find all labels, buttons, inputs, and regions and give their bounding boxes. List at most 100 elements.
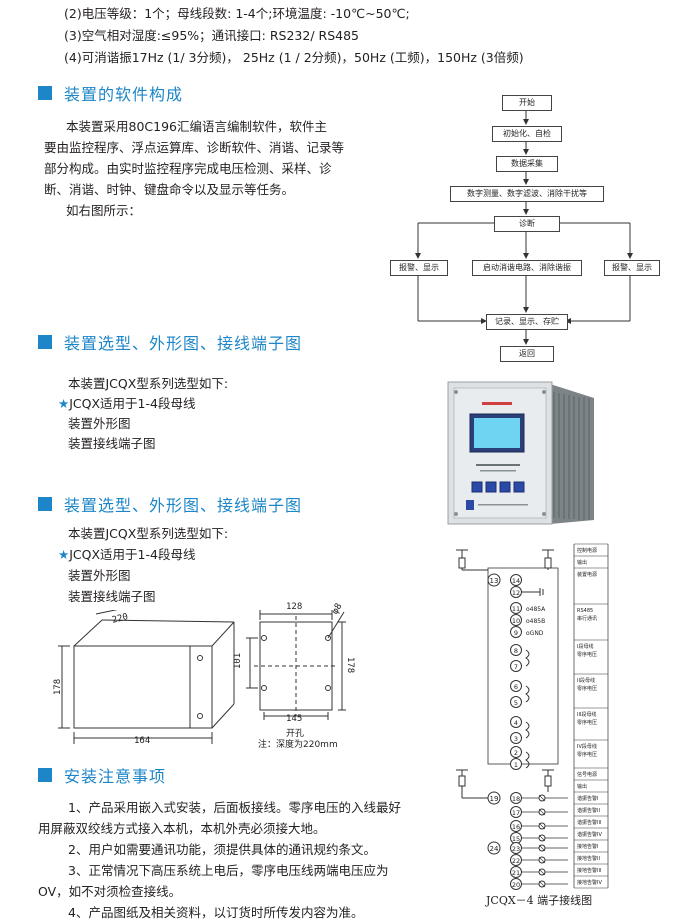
depth-note: 注：深度为220mm [258, 740, 338, 750]
install-item: OV，如不对须检查接线。 [38, 884, 182, 899]
flow-start: 开始 [502, 95, 552, 111]
star-icon: ★ [58, 396, 70, 411]
section-square-icon [38, 497, 52, 511]
pin-number: 15 [512, 835, 520, 843]
text-line: 要由监控程序、浮点运算库、诊断软件、消谐、记录等 [44, 140, 345, 155]
text-line: 本装置采用80C196汇编语言编制软件，软件主 [66, 119, 327, 134]
cutout-lines [246, 610, 346, 720]
contact-icon [538, 834, 546, 842]
flow-record: 记录、显示、存贮 [486, 314, 568, 330]
star-icon: ★ [58, 547, 70, 562]
legend-text: II段母线 [577, 677, 595, 684]
terminal-pin [510, 602, 522, 614]
pin-number: 9 [514, 629, 518, 637]
select-intro-2: 本装置JCQX型系列选型如下: [68, 526, 229, 541]
legend-text: 输出 [577, 559, 587, 566]
section-title: 装置选型、外形图、接线端子图 [64, 334, 303, 353]
terminal-label: 24 [490, 845, 499, 853]
section-square-icon [38, 335, 52, 349]
cut-label: 开孔 [286, 729, 305, 739]
outline-box-drawing: 220 178 164 [52, 610, 242, 750]
device-drawing [447, 381, 594, 525]
legend-text: 信号电源 [577, 771, 597, 778]
flow-init: 初始化、自检 [492, 126, 562, 142]
spec-humidity: (3)空气相对湿度:≤95%；通讯接口: RS232/ RS485 [64, 28, 360, 43]
coil-icon [525, 685, 530, 703]
pin-number: 3 [514, 735, 518, 743]
legend-text: 接地告警I [577, 843, 598, 850]
terminal-pin [510, 866, 522, 878]
install-item: 2、用户如需要通讯功能，须提供具体的通讯规约条文。 [68, 842, 376, 857]
legend-text: 谐振告警IV [577, 831, 602, 838]
contact-icon [538, 822, 546, 830]
flow-alarm-left: 报警、显示 [390, 260, 448, 276]
legend-text: 零序电压 [577, 651, 597, 658]
contact-icon [538, 868, 546, 876]
terminal-pin [510, 696, 522, 708]
text-line: JCQX适用于1-4段母线 [69, 396, 196, 411]
flow-measure: 数字测量、数字滤波、消除干扰等 [450, 186, 604, 202]
text-line: 如右图所示： [66, 203, 142, 218]
pin-number: 4 [514, 719, 518, 727]
pin-number: 7 [514, 663, 518, 671]
dim-width: 164 [134, 736, 151, 746]
legend-text: IV段母线 [577, 743, 597, 750]
pin-number: 6 [514, 683, 518, 691]
coil-icon [525, 751, 530, 769]
section-select-header-1: 装置选型、外形图、接线端子图 [38, 331, 302, 353]
spec-voltage: (2)电压等级：1个；母线段数: 1-4个;环境温度: -10℃~50℃; [64, 6, 410, 21]
terminal-pin [510, 626, 522, 638]
legend-text: 谐振告警III [577, 819, 601, 826]
comm-label: o485A [526, 606, 546, 613]
install-item: 1、产品采用嵌入式安装，后面板接线。零序电压的入线最好 [68, 800, 401, 815]
install-list: 1、产品采用嵌入式安装，后面板接线。零序电压的入线最好 用屏蔽双绞线方式接入本机… [38, 797, 438, 923]
pin-number: 5 [514, 699, 518, 707]
pin-number: 1 [514, 761, 518, 769]
terminal-pin [510, 806, 522, 818]
legend-text: I段母线 [577, 643, 593, 650]
terminal-pin [510, 574, 522, 586]
dim-cut-right: 178 [345, 656, 356, 674]
terminal-pin [510, 746, 522, 758]
fuse-icon [458, 557, 466, 569]
fuse-icon [458, 775, 466, 787]
pin-number: 20 [512, 881, 520, 889]
terminal-pin [510, 716, 522, 728]
flowchart-connectors [415, 109, 633, 345]
section-square-icon [38, 86, 52, 100]
pin-number: 22 [512, 857, 520, 865]
box-lines [58, 610, 235, 744]
pin-number: 21 [512, 869, 520, 877]
legend-text: 串行通讯 [577, 615, 597, 622]
terminal-pin [510, 792, 522, 804]
terminal-pin [510, 842, 522, 854]
terminal-pin [510, 854, 522, 866]
text-line: 部分构成。由实时监控程序完成电压检测、采样、诊 [44, 161, 332, 176]
legend-text: 接地告警III [577, 867, 601, 874]
fuse-icon [544, 557, 552, 569]
contact-icon [538, 844, 546, 852]
section-software-header: 装置的软件构成 [38, 82, 183, 104]
comm-label: o485B [526, 618, 545, 625]
flow-return: 返回 [500, 346, 554, 362]
terminal-pin [510, 732, 522, 744]
legend-text: 谐振告警I [577, 795, 598, 802]
pin-number: 17 [512, 809, 520, 817]
dim-height: 178 [53, 678, 64, 696]
text-line: 断、消谐、时钟、键盘命令以及显示等任务。 [44, 182, 295, 197]
contact-icon [538, 794, 546, 802]
select-intro-1: 本装置JCQX型系列选型如下: [68, 376, 229, 391]
dim-cut-left: 101 [233, 652, 244, 670]
legend-text: 零序电压 [577, 685, 597, 692]
legend-text: III段母线 [577, 711, 596, 718]
section-select-header-2: 装置选型、外形图、接线端子图 [38, 493, 302, 515]
terminal-pin [510, 680, 522, 692]
terminal-pin [510, 878, 522, 890]
flow-resonance: 启动消谐电路、消除谐振 [472, 260, 582, 276]
coil-icon [525, 649, 530, 667]
terminal-label: 19 [490, 795, 499, 803]
software-flowchart: 开始 初始化、自检 数据采集 数字测量、数字滤波、消除干扰等 诊断 报警、显示 … [386, 90, 662, 365]
legend-text: 输出 [577, 783, 587, 790]
dim-cut-bottom: 145 [286, 714, 303, 724]
legend-text: 零序电压 [577, 751, 597, 758]
